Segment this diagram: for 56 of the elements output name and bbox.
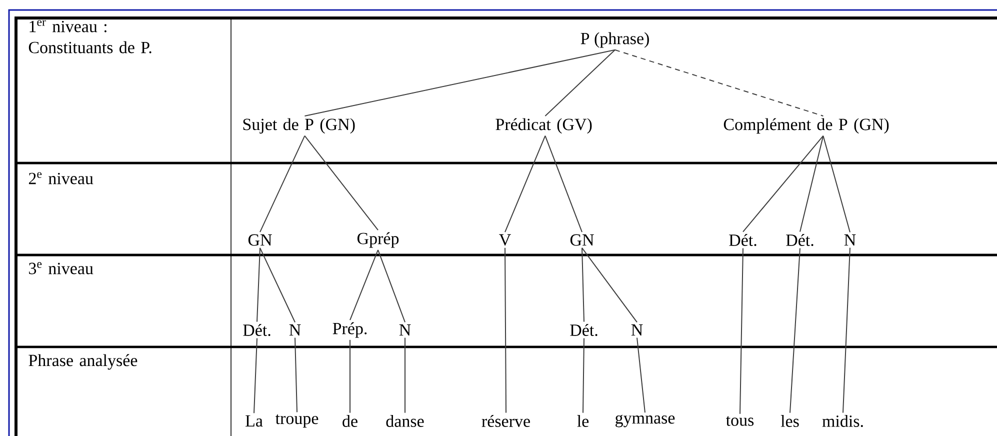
row-label: 1$^{er}$ niveau : Constituants de P.: [28, 20, 152, 54]
tree-label: Dét.: [729, 234, 756, 246]
tree-label: N: [399, 324, 411, 336]
row-label: 2$^{e}$ niveau: [28, 172, 94, 184]
branch-line: [294, 337, 298, 413]
branch-line: [740, 248, 744, 414]
branch-line: [582, 338, 584, 414]
branch-line: [350, 249, 378, 321]
word: La: [246, 415, 263, 427]
branch-line: [800, 135, 824, 232]
branch-line: [260, 135, 306, 233]
tree-label: GN: [248, 234, 272, 246]
branch-line: [582, 247, 584, 322]
tree-label: Dét.: [570, 324, 598, 336]
word: de: [342, 415, 358, 427]
branch-line: [544, 49, 616, 116]
tree-label: Sujet de P (GN): [243, 118, 355, 134]
branch-line: [404, 337, 406, 414]
branch-line: [304, 49, 616, 116]
branch-line: [822, 135, 850, 233]
branch-line: [254, 338, 258, 414]
row-label: 3$^{e}$ niveau: [29, 262, 94, 274]
tree-label: Prédicat (GV): [496, 118, 592, 134]
branch-line: [582, 247, 638, 323]
tree-label: P (phrase): [580, 32, 649, 48]
branch-line: [614, 49, 824, 116]
tree-label: Dét.: [786, 234, 814, 246]
branch-line: [636, 337, 646, 414]
branch-line: [378, 249, 406, 323]
tree-label: Gprép: [357, 232, 399, 248]
tree-label: N: [631, 324, 643, 336]
row-label: Phrase analysée: [28, 354, 138, 370]
word: danse: [386, 415, 424, 427]
branch-line: [504, 135, 546, 233]
tree-label: GN: [570, 234, 594, 246]
word: troupe: [275, 414, 318, 428]
branch-line: [842, 247, 850, 414]
word: réserve: [482, 415, 530, 427]
word: midis.: [822, 414, 863, 427]
tree-label: N: [844, 234, 856, 246]
tree-label: Prép.: [332, 322, 367, 338]
branch-line: [504, 247, 506, 414]
word: les: [780, 415, 799, 427]
branch-line: [742, 135, 824, 232]
tree-label: N: [289, 324, 301, 336]
word: le: [577, 415, 589, 427]
tree-label: Dét.: [243, 324, 270, 336]
word: tous: [726, 416, 754, 426]
branch-line: [256, 247, 260, 322]
branch-line: [260, 247, 296, 323]
tree-label: V: [499, 234, 511, 246]
tree-label: Complément de P (GN): [724, 118, 889, 134]
word: gymnase: [616, 414, 675, 428]
branch-line: [544, 135, 582, 233]
branch-line: [304, 135, 378, 231]
branch-line: [790, 248, 800, 414]
